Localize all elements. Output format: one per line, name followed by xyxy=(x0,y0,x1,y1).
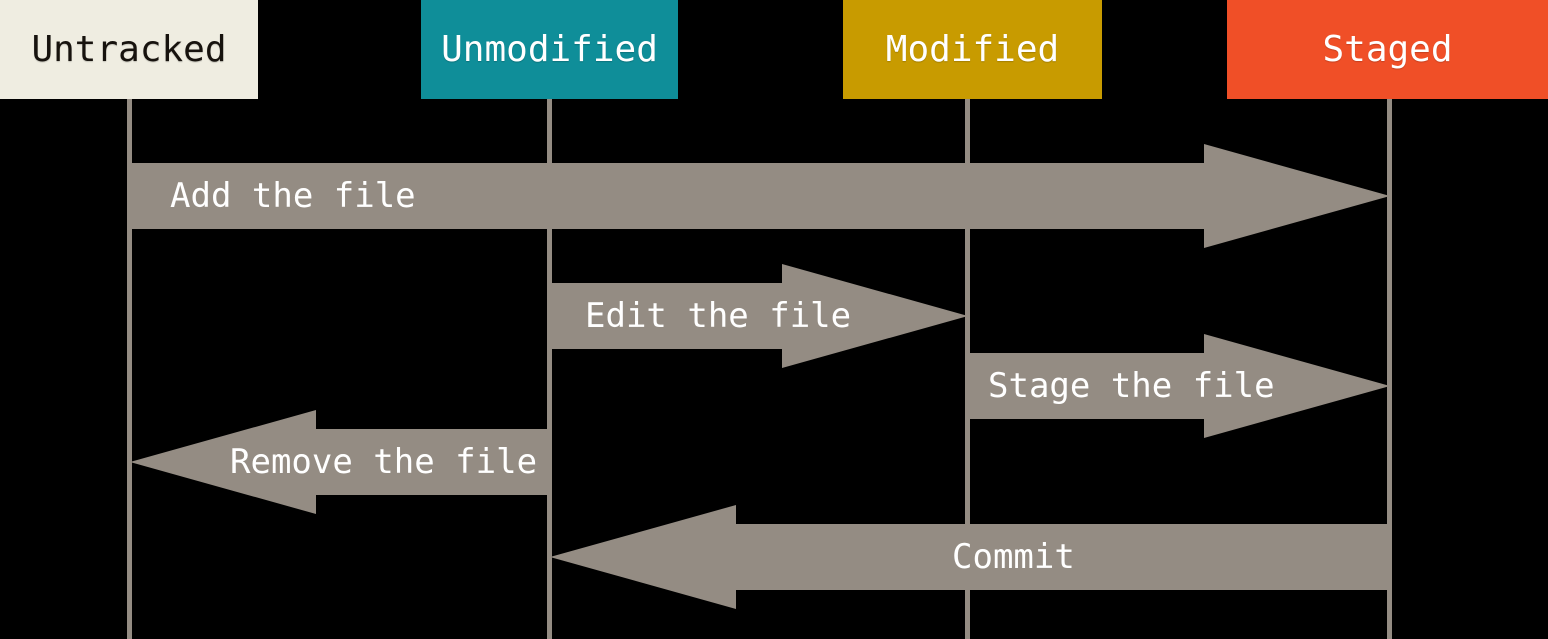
state-label-unmodified: Unmodified xyxy=(441,29,658,70)
arrow-commit: Commit xyxy=(550,505,1392,609)
arrow-stage-the-file: Stage the file xyxy=(966,334,1390,438)
arrow-shaft xyxy=(736,524,1392,590)
arrowhead-right-icon xyxy=(782,264,968,368)
state-label-untracked: Untracked xyxy=(31,29,227,70)
arrow-edit-the-file: Edit the file xyxy=(548,264,968,368)
arrow-label-add: Add the file xyxy=(170,176,416,216)
arrow-label-stage: Stage the file xyxy=(988,366,1275,406)
state-box-staged: Staged xyxy=(1227,0,1548,99)
arrow-label-remove: Remove the file xyxy=(230,442,538,482)
arrowhead-right-icon xyxy=(1204,334,1390,438)
state-box-modified: Modified xyxy=(843,0,1102,99)
arrowhead-right-icon xyxy=(1204,144,1390,248)
lifeline-untracked xyxy=(127,99,132,639)
lifeline-unmodified xyxy=(547,99,552,639)
arrow-add-the-file: Add the file xyxy=(128,144,1390,248)
state-label-staged: Staged xyxy=(1322,29,1453,70)
arrow-shaft xyxy=(316,429,550,495)
arrowhead-left-icon xyxy=(550,505,736,609)
arrow-remove-the-file: Remove the file xyxy=(130,410,550,514)
arrow-label-commit: Commit xyxy=(952,537,1075,577)
arrow-shaft xyxy=(548,283,782,349)
arrow-shaft xyxy=(966,353,1204,419)
arrowhead-left-icon xyxy=(130,410,316,514)
state-box-unmodified: Unmodified xyxy=(421,0,678,99)
state-box-untracked: Untracked xyxy=(0,0,258,99)
state-label-modified: Modified xyxy=(885,29,1060,70)
arrow-label-edit: Edit the file xyxy=(585,296,852,336)
arrow-shaft xyxy=(128,163,1204,229)
